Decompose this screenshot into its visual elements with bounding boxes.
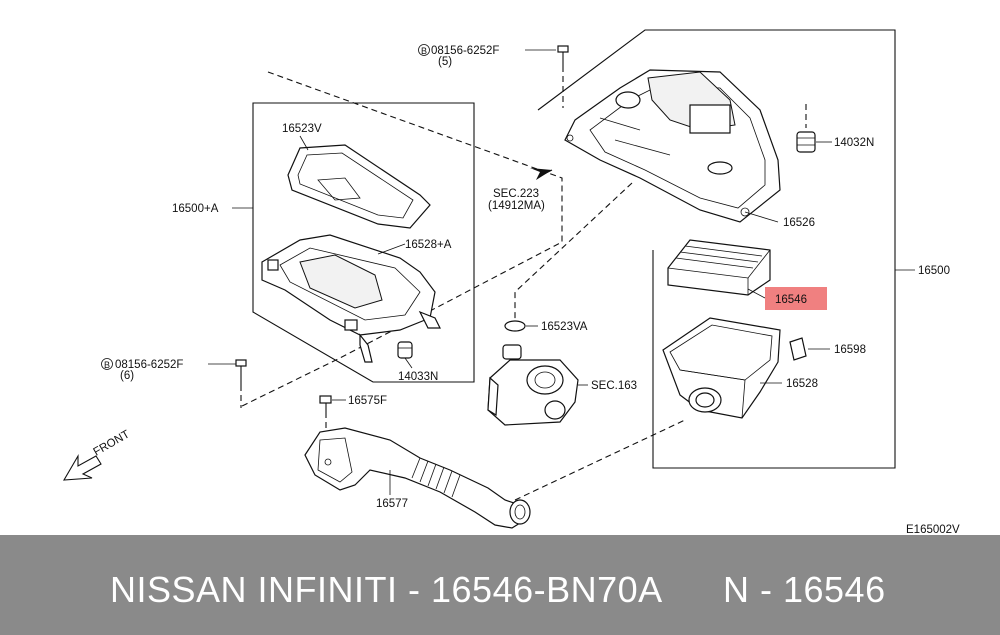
svg-text:16500: 16500: [918, 265, 950, 277]
footer-part-number: NISSAN INFINITI - 16546-BN70A: [110, 569, 663, 610]
svg-text:16528: 16528: [786, 378, 818, 390]
footer-reference: N - 16546: [723, 569, 886, 610]
svg-text:(6): (6): [120, 370, 134, 382]
footer-bar: NISSAN INFINITI - 16546-BN70A N - 16546: [0, 535, 1000, 635]
svg-text:14033N: 14033N: [398, 371, 438, 383]
svg-text:16523VA: 16523VA: [541, 321, 588, 333]
drawing-code: E165002V: [906, 524, 960, 535]
svg-text:08156-6252F: 08156-6252F: [115, 359, 183, 371]
clip-16598: 16598: [789, 337, 866, 361]
svg-text:SEC.163: SEC.163: [591, 380, 637, 392]
filter-element-16546: [667, 239, 771, 299]
bolt-top-label: B 08156-6252F (5): [418, 44, 556, 68]
engine-cover-16526: 16526: [564, 69, 815, 229]
upper-case-16528a: 16528+A: [261, 234, 452, 363]
front-arrow: FRONT: [62, 428, 132, 481]
svg-text:14032N: 14032N: [834, 137, 874, 149]
svg-text:08156-6252F: 08156-6252F: [431, 45, 499, 57]
svg-text:(14912MA): (14912MA): [488, 200, 545, 212]
svg-text:16598: 16598: [834, 344, 866, 356]
parts-diagram: B 08156-6252F (5) B 08156-6252F (6) 1652…: [62, 29, 960, 535]
dashed-guide-top: [239, 71, 563, 408]
clip-16575f: 16575F: [319, 395, 387, 412]
svg-text:16575F: 16575F: [348, 395, 387, 407]
bolt-top: [557, 45, 569, 66]
gasket-16523v: 16523V: [282, 123, 431, 229]
svg-text:16546: 16546: [775, 294, 807, 306]
seal-16523va: 16523VA: [504, 320, 588, 333]
svg-text:16577: 16577: [376, 498, 408, 510]
dashed-guide-center: [514, 182, 633, 325]
grommet-14032n: 14032N: [796, 131, 874, 153]
air-duct-16577: 16577: [304, 427, 531, 529]
svg-text:B: B: [421, 46, 427, 56]
svg-text:16523V: 16523V: [282, 123, 322, 135]
bolt-left-label: B 08156-6252F (6): [101, 358, 236, 382]
frame-16500a: [252, 102, 475, 383]
svg-text:16526: 16526: [783, 217, 815, 229]
dashed-guide-hose: [514, 419, 686, 501]
label-16546-highlighted: 16546: [765, 287, 827, 310]
throttle-body-sec163: SEC.163: [487, 344, 637, 426]
svg-text:(5): (5): [438, 56, 452, 68]
lower-case-16528: 16528: [662, 317, 818, 419]
label-16500a: 16500+A: [172, 203, 253, 215]
svg-text:16528+A: 16528+A: [405, 239, 452, 251]
frame-16500: [537, 29, 896, 469]
svg-text:16500+A: 16500+A: [172, 203, 219, 215]
label-16500: 16500: [895, 265, 950, 277]
svg-text:B: B: [104, 360, 110, 370]
svg-text:FRONT: FRONT: [92, 428, 132, 458]
arrow-sec223: SEC.223 (14912MA): [488, 168, 553, 212]
grommet-14033n: 14033N: [397, 341, 438, 383]
svg-text:SEC.223: SEC.223: [493, 188, 539, 200]
bolt-left: [235, 359, 247, 385]
